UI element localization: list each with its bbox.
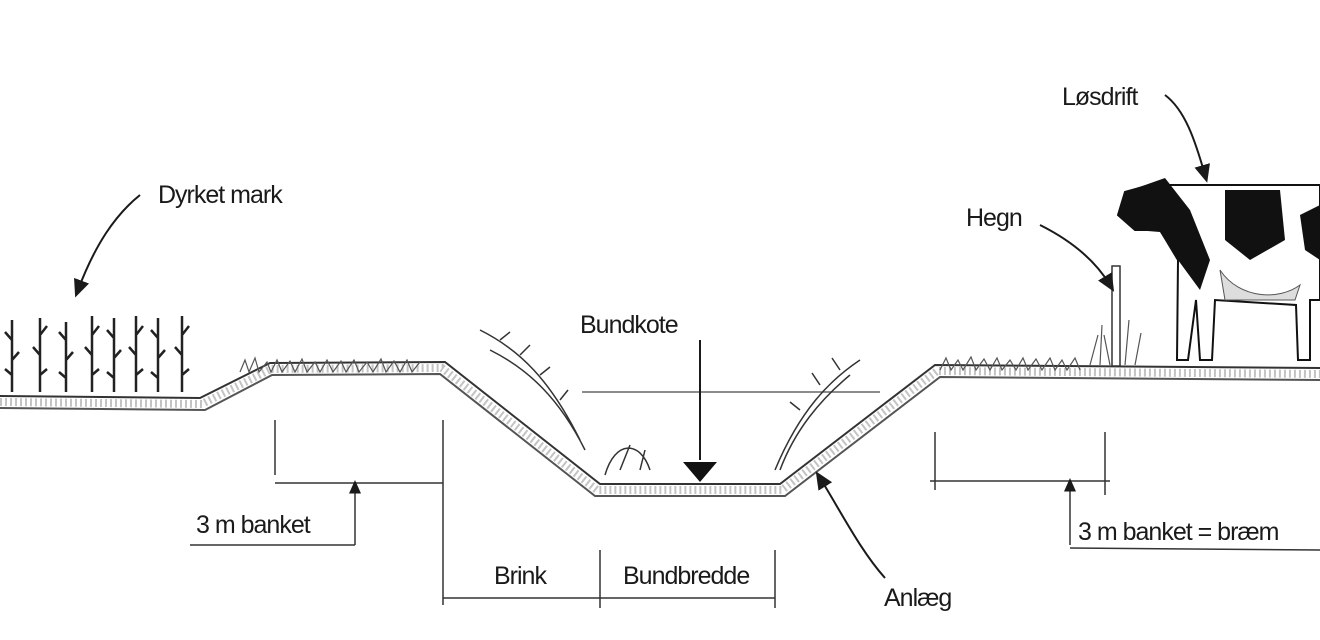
corn-plants-icon <box>4 316 190 392</box>
reed-vegetation <box>479 329 861 476</box>
label-bottom-width: Bundbredde <box>623 562 749 590</box>
ground-profile <box>0 360 1320 497</box>
cow-icon <box>1116 178 1320 361</box>
label-right-banket: 3 m banket = bræm <box>1078 518 1279 546</box>
label-cultivated-field: Dyrket mark <box>158 181 283 209</box>
fence-post-icon <box>1111 265 1121 367</box>
label-bank: Brink <box>494 562 547 590</box>
pointer-arrows <box>74 94 1210 579</box>
dimension-lines <box>190 420 1320 608</box>
label-loose-housing: Løsdrift <box>1062 83 1138 111</box>
grass-tufts <box>239 319 1142 374</box>
label-slope: Anlæg <box>884 584 951 612</box>
label-bottom-level: Bundkote <box>580 311 678 339</box>
bottom-level-marker-icon <box>683 462 717 482</box>
label-fence: Hegn <box>966 204 1022 232</box>
label-left-banket: 3 m banket <box>196 511 311 539</box>
